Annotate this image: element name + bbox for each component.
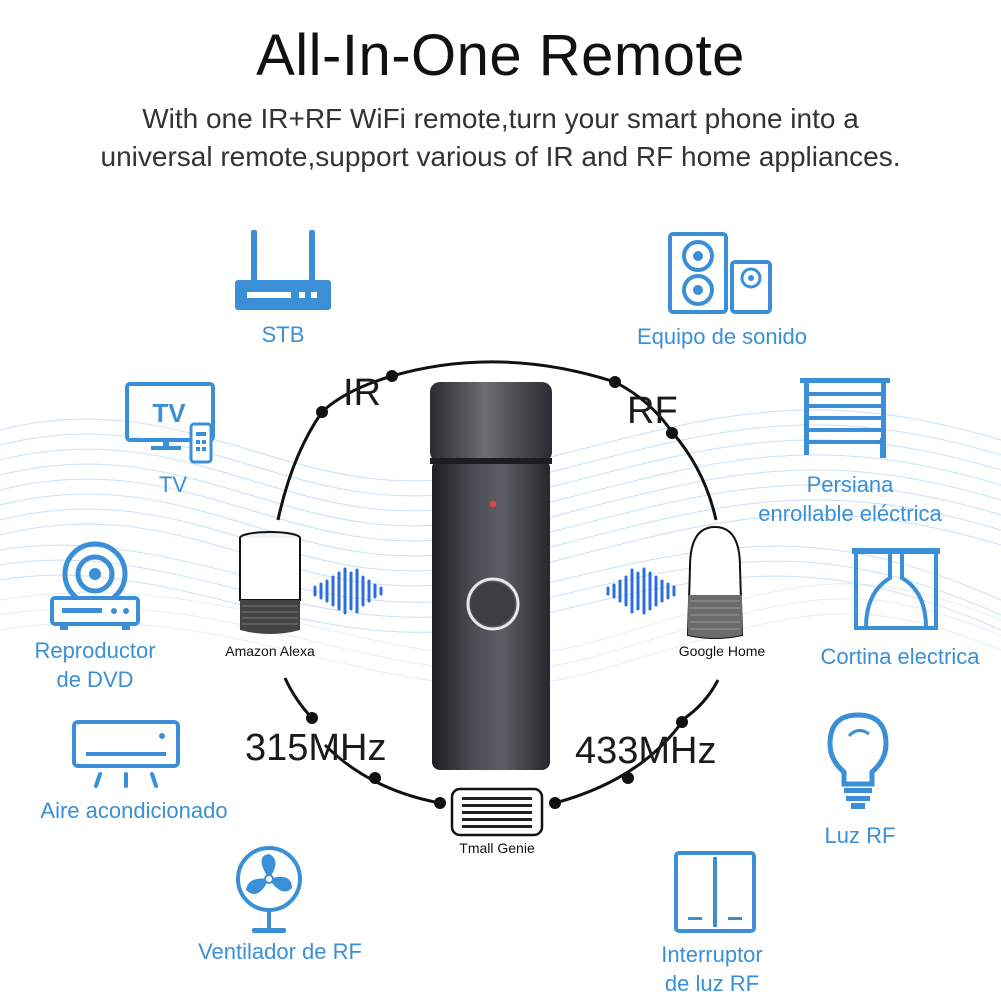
sound-wave-left-icon: [313, 567, 383, 615]
label-dvd-line-2: de DVD: [56, 667, 134, 692]
power-button-icon: [466, 577, 520, 631]
label-persiana-line-2: enrollable eléctrica: [758, 501, 942, 526]
curtain-icon: [852, 548, 940, 630]
remote-device: [430, 382, 552, 770]
label-interruptor: Interruptor de luz RF: [612, 940, 812, 998]
ring-node-315: [306, 712, 318, 724]
stb-router-icon: [235, 230, 331, 310]
ring-node-315-b: [369, 772, 381, 784]
svg-text:TV: TV: [152, 398, 186, 428]
label-cortina: Cortina electrica: [820, 644, 980, 669]
ring-arc-left: [276, 411, 324, 521]
label-ir: IR: [343, 372, 381, 414]
label-aire-acondicionado: Aire acondicionado: [40, 798, 228, 823]
ring-arc-right: [670, 431, 718, 521]
ring-arc-433: [554, 721, 684, 805]
dvd-player-icon: [50, 541, 140, 630]
air-conditioner-icon: [72, 720, 180, 788]
label-tv: TV: [158, 472, 188, 497]
ring-node-433-b: [622, 772, 634, 784]
roller-blind-icon: [800, 378, 890, 458]
label-equipo-sonido: Equipo de sonido: [636, 324, 808, 349]
fan-icon: [236, 846, 302, 933]
amazon-alexa-icon: [239, 531, 301, 634]
subtitle-line-1: With one IR+RF WiFi remote,turn your sma…: [142, 103, 859, 134]
label-interruptor-line-2: de luz RF: [664, 971, 760, 996]
ring-node-433: [676, 716, 688, 728]
ring-arc-315: [283, 677, 314, 720]
sound-wave-right-icon: [606, 567, 676, 615]
ring-node-ir-2: [316, 406, 328, 418]
label-rf: RF: [627, 390, 678, 432]
ring-node-rf-2: [666, 427, 678, 439]
ring-arc-right-low: [681, 679, 720, 722]
tv-icon: TV: [125, 382, 215, 464]
label-ventilador: Ventilador de RF: [198, 939, 362, 964]
tmall-genie-icon: [450, 787, 544, 837]
label-luz-rf: Luz RF: [824, 823, 896, 848]
ring-node-tmall-r: [549, 797, 561, 809]
label-persiana: Persiana enrollable eléctrica: [730, 470, 970, 528]
page-subtitle: With one IR+RF WiFi remote,turn your sma…: [20, 100, 981, 176]
label-stb: STB: [261, 322, 305, 347]
label-persiana-line-1: Persiana: [806, 472, 894, 497]
label-315mhz: 315MHz: [245, 727, 387, 769]
label-dvd-line-1: Reproductor: [34, 638, 156, 663]
ring-node-rf: [609, 376, 621, 388]
label-interruptor-line-1: Interruptor: [661, 942, 763, 967]
sound-system-icon: [668, 232, 772, 314]
label-dvd: Reproductor de DVD: [10, 636, 180, 694]
subtitle-line-2: universal remote,support various of IR a…: [100, 141, 901, 172]
ring-arc-top: [391, 360, 616, 384]
light-switch-icon: [674, 851, 756, 933]
page-title: All-In-One Remote: [256, 23, 745, 88]
light-bulb-icon: [827, 712, 889, 809]
status-led-icon: [489, 500, 497, 508]
google-home-icon: [686, 525, 744, 639]
label-amazon-alexa: Amazon Alexa: [225, 643, 315, 659]
label-tmall-genie: Tmall Genie: [459, 840, 535, 856]
label-google-home: Google Home: [678, 643, 766, 659]
ring-node-ir: [386, 370, 398, 382]
ring-arc-ir: [320, 374, 393, 414]
ring-node-tmall-l: [434, 797, 446, 809]
label-433mhz: 433MHz: [575, 730, 717, 772]
ring-arc-rf: [614, 380, 674, 433]
